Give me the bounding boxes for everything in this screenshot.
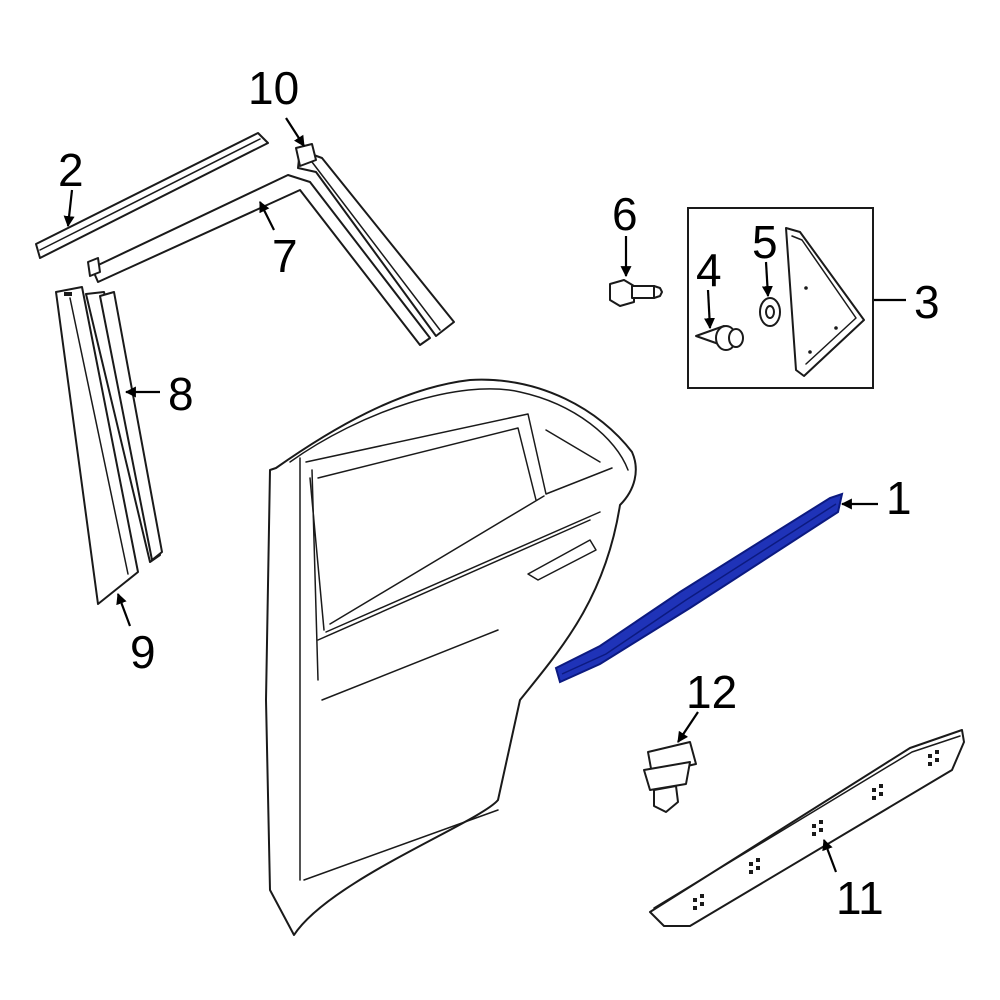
callout-8: 8 <box>168 368 194 420</box>
callout-5: 5 <box>752 216 778 268</box>
leader-9 <box>116 592 132 627</box>
leader-2 <box>63 189 75 228</box>
part-8-pillar-seal[interactable] <box>85 291 163 563</box>
leader-11 <box>822 838 838 873</box>
callout-12: 12 <box>686 666 737 718</box>
part-7-frame-molding[interactable] <box>87 149 455 346</box>
part-3-triangle-applique[interactable] <box>785 227 865 377</box>
part-12-clip[interactable] <box>643 741 697 813</box>
leader-5 <box>761 261 773 298</box>
leader-7 <box>259 201 275 231</box>
callout-7: 7 <box>272 230 298 282</box>
callout-9: 9 <box>130 626 156 678</box>
part-10-clip[interactable] <box>295 143 317 167</box>
part-4-clip[interactable] <box>695 325 744 351</box>
leader-12 <box>677 711 699 743</box>
part-11-rocker-molding[interactable] <box>649 729 965 927</box>
part-6-bolt[interactable] <box>609 279 663 307</box>
part-3-group-box <box>687 207 874 389</box>
part-9-pillar-applique[interactable] <box>55 286 139 605</box>
callout-2: 2 <box>58 144 84 196</box>
callout-10: 10 <box>248 62 299 114</box>
callout-11: 11 <box>836 872 884 924</box>
rear-door-outline <box>265 378 637 936</box>
part-5-washer[interactable] <box>759 297 781 327</box>
callout-6: 6 <box>612 188 638 240</box>
callout-4: 4 <box>696 244 722 296</box>
callout-labels: 1 2 3 4 5 6 7 8 9 10 11 12 <box>58 62 940 924</box>
leader-10 <box>285 117 305 147</box>
leader-lines <box>63 117 906 873</box>
callout-1: 1 <box>886 472 912 524</box>
leader-4 <box>703 289 715 330</box>
part-2-roof-molding[interactable] <box>35 132 269 259</box>
callout-3: 3 <box>914 276 940 328</box>
part-1-belt-molding[interactable] <box>554 492 844 684</box>
